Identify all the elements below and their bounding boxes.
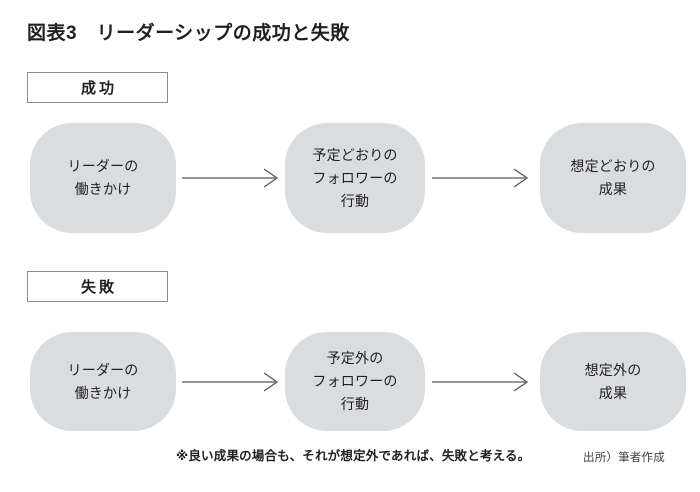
node-line: フォロワーの — [312, 373, 398, 389]
section-label-failure-text: 失敗 — [80, 279, 117, 296]
section-label-success: 成功 — [27, 72, 168, 103]
figure-title: 図表3 リーダーシップの成功と失敗 — [27, 23, 350, 44]
node-line: 働きかけ — [74, 384, 132, 401]
node-line: リーダーの — [67, 361, 139, 378]
flow-row-success: リーダーの 働きかけ 予定どおりの フォロワーの 行動 想定どおりの 成果 — [0, 123, 700, 233]
node-line: 行動 — [340, 396, 370, 412]
arrow-success-1 — [182, 167, 282, 189]
node-line: 成果 — [598, 384, 628, 401]
node-line: 働きかけ — [74, 181, 132, 197]
node-line: 予定どおりの — [312, 146, 398, 163]
node-leader-action-failure: リーダーの 働きかけ — [30, 332, 176, 431]
node-unexpected-follower-behavior: 予定外の フォロワーの 行動 — [285, 332, 425, 431]
node-expected-follower-behavior: 予定どおりの フォロワーの 行動 — [285, 123, 425, 233]
node-leader-action-success: リーダーの 働きかけ — [30, 123, 176, 233]
figure-source: 出所）筆者作成 — [583, 452, 665, 464]
section-label-success-text: 成功 — [80, 80, 117, 97]
node-line: リーダーの — [67, 158, 139, 174]
node-unexpected-outcome: 想定外の 成果 — [540, 332, 686, 431]
node-line: 行動 — [340, 192, 370, 209]
node-line: 想定どおりの — [570, 158, 656, 174]
arrow-success-2 — [432, 167, 532, 189]
figure-footnote: ※良い成果の場合も、それが想定外であれば、失敗と考える。 — [176, 449, 531, 463]
flow-row-failure: リーダーの 働きかけ 予定外の フォロワーの 行動 想定外の 成果 — [0, 332, 700, 431]
node-line: 想定外の — [584, 361, 642, 378]
node-line: フォロワーの — [312, 169, 398, 186]
node-line: 予定外の — [326, 350, 384, 366]
arrow-failure-1 — [182, 371, 282, 393]
arrow-failure-2 — [432, 371, 532, 393]
node-expected-outcome: 想定どおりの 成果 — [540, 123, 686, 233]
node-line: 成果 — [598, 181, 628, 197]
section-label-failure: 失敗 — [27, 271, 168, 302]
